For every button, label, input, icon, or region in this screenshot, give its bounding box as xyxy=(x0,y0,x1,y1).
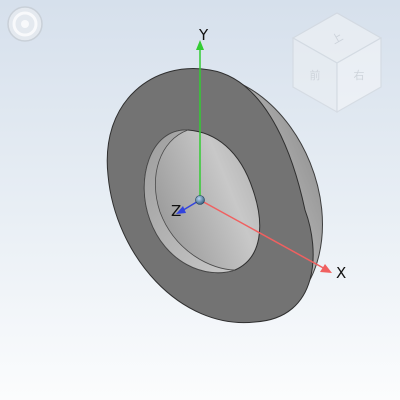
z-axis-arrow xyxy=(176,206,186,214)
axis-triad: Y X Z xyxy=(171,26,346,282)
view-cube-right-label: 右 xyxy=(354,68,365,82)
y-axis-arrow xyxy=(196,40,204,50)
x-axis-arrow xyxy=(320,264,332,273)
view-cube[interactable]: 上 前 右 xyxy=(291,12,383,114)
washer-hole-wall xyxy=(143,129,236,274)
washer-model[interactable] xyxy=(88,44,358,352)
y-axis-label: Y xyxy=(198,26,209,44)
home-view-icon[interactable] xyxy=(7,6,43,42)
view-cube-right-face[interactable] xyxy=(336,36,382,114)
x-axis-line xyxy=(199,199,328,271)
origin-marker xyxy=(195,195,205,205)
z-axis-label: Z xyxy=(171,202,181,220)
view-cube-front-label: 前 xyxy=(310,68,321,82)
x-axis-label: X xyxy=(336,264,346,282)
